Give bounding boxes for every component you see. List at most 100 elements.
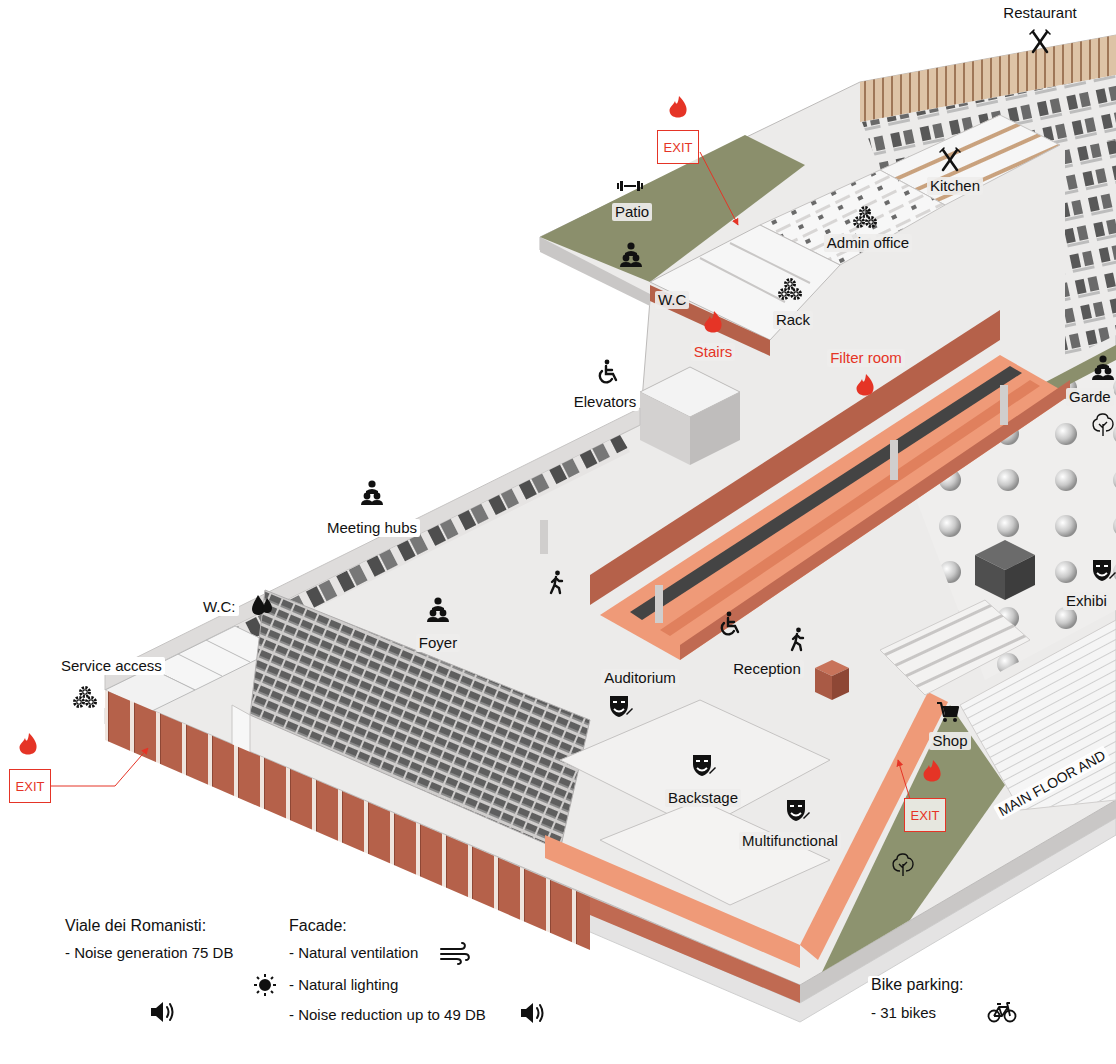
room-label: Service access [58, 657, 165, 674]
meeting-icon [361, 242, 1114, 622]
theatre-icon [610, 560, 1116, 821]
gym-icon [617, 181, 643, 191]
ramp [540, 310, 1070, 660]
accessibility-icon [600, 360, 616, 383]
floor-slab [105, 35, 1116, 985]
shop-shelves [880, 600, 1030, 695]
exit-leader [51, 748, 148, 786]
ramp [680, 380, 1070, 660]
fire-label: Stairs [691, 343, 735, 360]
orange-floor-band [545, 835, 800, 968]
bike-icon [989, 1003, 1016, 1022]
cart-icon [937, 703, 958, 722]
fire-label: Filter room [827, 349, 905, 366]
room-label: Rack [773, 311, 813, 328]
room-label: Backstage [665, 789, 741, 806]
reception-desk [815, 668, 832, 700]
room-label: Elevators [571, 393, 640, 410]
water-icon [252, 595, 272, 615]
ramp [590, 310, 1000, 605]
room-label: Admin office [824, 234, 912, 251]
theatre-icon [610, 696, 633, 717]
fire-icon [924, 760, 941, 782]
exit-label: EXIT [16, 779, 45, 794]
bike-icon [989, 1003, 1016, 1022]
exit-leader [700, 152, 738, 225]
facade [105, 690, 590, 950]
meeting-icon [620, 242, 642, 267]
exhibition [975, 555, 1005, 600]
gears-icon [75, 208, 876, 707]
accessibility-icon [722, 612, 738, 635]
note-text: - 31 bikes [868, 1004, 939, 1021]
fire-icon [670, 96, 687, 118]
floor-slab [105, 35, 1116, 985]
note-heading: Viale dei Romanisti: [62, 917, 209, 935]
sun-icon [254, 974, 276, 996]
room-label: Auditorium [601, 669, 679, 686]
ramp [630, 366, 1022, 620]
theatre-icon [787, 800, 810, 821]
pedestrian-icon [551, 571, 562, 593]
note-text: - Noise generation 75 DB [62, 944, 236, 961]
theatre-icon [693, 755, 716, 776]
exit-leader [51, 152, 910, 799]
room-label: W.C [655, 291, 689, 308]
exit-box: EXIT [657, 130, 700, 164]
ramp [890, 440, 898, 480]
exit-box: EXIT [904, 798, 947, 832]
room-label: W.C: [200, 598, 239, 615]
fire-icon [20, 733, 37, 755]
exit-leader [898, 760, 910, 799]
water-icon [252, 595, 272, 615]
speaker-icon [151, 1002, 173, 1022]
pedestrian-icon [792, 628, 803, 650]
ramp [600, 355, 1070, 660]
gears-icon [75, 688, 96, 707]
meeting-icon [427, 597, 449, 622]
sun-icon [254, 974, 276, 996]
exit-box: EXIT [9, 769, 52, 803]
elevator-shaft [640, 367, 740, 465]
service-rooms [700, 243, 810, 302]
exit-label: EXIT [664, 140, 693, 155]
room-label: Meeting hubs [324, 519, 420, 536]
cutlery-icon [940, 148, 960, 170]
cutlery-icon [1030, 30, 1050, 52]
room-label: Foyer [416, 634, 460, 651]
exit-label: EXIT [911, 808, 940, 823]
tree-icon [893, 414, 1113, 876]
service-rooms [650, 225, 840, 340]
room-label: Garde [1066, 388, 1114, 405]
room-label: Patio [612, 203, 652, 220]
meeting-icon [361, 480, 383, 505]
exhibition [1005, 555, 1035, 600]
floor-caption: MAIN FLOOR AND [993, 745, 1111, 820]
speaker-icon [521, 1003, 543, 1023]
room-label: Restaurant [1000, 4, 1079, 21]
room-label: Shop [929, 732, 970, 749]
ramp [655, 585, 663, 623]
cart-icon [937, 703, 958, 722]
room-label: Multifunctional [739, 832, 841, 849]
restaurant [1065, 140, 1116, 360]
note-text: - Natural lighting [286, 976, 401, 993]
tree-icon [1093, 414, 1113, 436]
pedestrian-icon [551, 571, 803, 650]
room-label: Exhibi [1063, 592, 1110, 609]
gym-icon [617, 181, 643, 191]
theatre-icon [1093, 560, 1116, 581]
wind-icon [441, 943, 469, 964]
meeting-icon [1092, 355, 1114, 380]
ramp [540, 520, 548, 554]
left-wing [178, 640, 250, 676]
elevator-shaft [690, 392, 740, 465]
fire-icon [705, 311, 722, 333]
gears-icon [780, 280, 801, 299]
room-label: Kitchen [927, 177, 983, 194]
ramp [1000, 385, 1008, 425]
note-heading: Facade: [286, 917, 350, 935]
speaker-icon [151, 1002, 543, 1023]
